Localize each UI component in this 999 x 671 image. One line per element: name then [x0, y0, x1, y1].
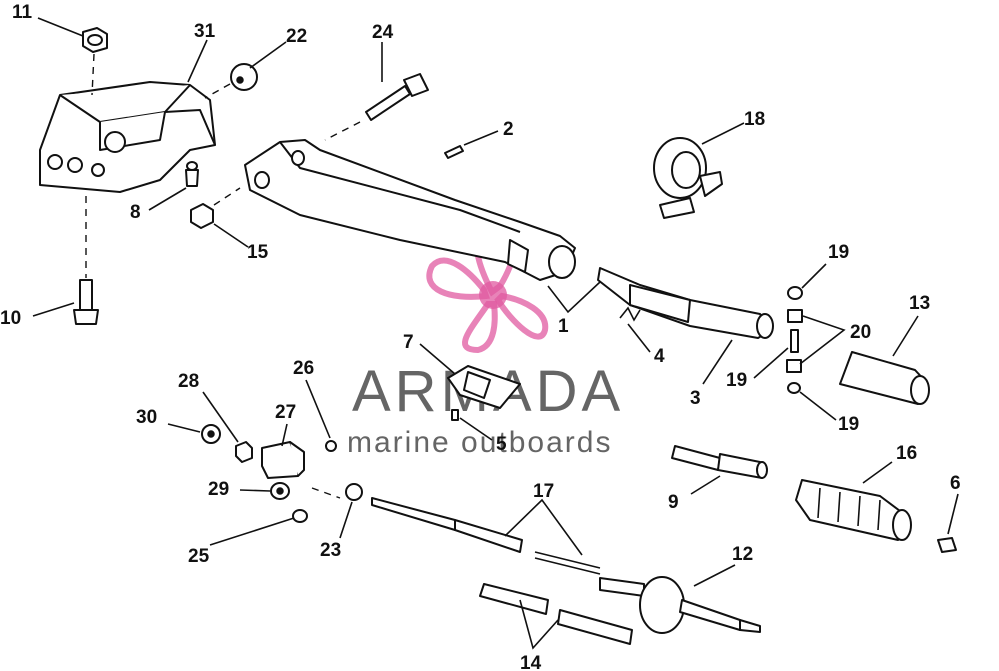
part-11-nut — [82, 27, 108, 53]
callout-23: 23 — [320, 540, 341, 561]
propeller-logo-icon — [426, 218, 549, 354]
part-29-nut — [270, 482, 290, 500]
callout-4: 4 — [654, 346, 665, 367]
callout-11: 11 — [12, 2, 33, 23]
callout-26: 26 — [293, 358, 314, 379]
callout-3: 3 — [690, 388, 701, 409]
callout-31: 31 — [194, 21, 216, 42]
callout-24: 24 — [372, 22, 394, 43]
part-14-upper-tube — [479, 583, 549, 615]
part-3-throttle-shaft — [597, 267, 774, 339]
part-24-through-bolt — [365, 73, 429, 121]
part-19-lower-bushing — [787, 382, 801, 394]
callout-14: 14 — [520, 653, 542, 671]
part-30-clip — [201, 424, 221, 444]
leader-lines — [32, 17, 959, 650]
part-14-lower-tube — [557, 609, 633, 645]
callout-6: 6 — [950, 473, 961, 494]
part-4-spring-clip — [619, 306, 641, 322]
part-27-bracket — [261, 441, 305, 479]
part-22-washer — [230, 63, 258, 91]
callout-7: 7 — [403, 332, 414, 353]
part-26-washer — [325, 440, 337, 452]
part-17-throttle-cable — [371, 497, 601, 575]
part-1-steering-arm — [244, 139, 576, 281]
part-20-pin — [790, 329, 799, 353]
part-2-pin — [444, 145, 464, 159]
part-18-throttle-collar — [653, 137, 723, 219]
callout-15: 15 — [247, 242, 269, 263]
callout-22: 22 — [286, 26, 307, 47]
callout-5: 5 — [496, 434, 507, 455]
callout-13: 13 — [909, 293, 930, 314]
callout-30: 30 — [136, 407, 157, 428]
callout-27: 27 — [275, 402, 296, 423]
part-31-steering-bracket — [39, 81, 216, 193]
part-13-twist-grip — [839, 351, 930, 405]
part-7-cover-plate — [447, 365, 521, 409]
callout-19-bottom: 19 — [838, 414, 859, 435]
callout-16: 16 — [896, 443, 917, 464]
part-21-upper-spacer — [787, 309, 803, 323]
callout-labels: 11 31 22 24 2 18 8 15 10 1 4 3 19 20 19 … — [0, 2, 961, 671]
callout-2: 2 — [503, 119, 514, 140]
part-10-bolt — [73, 279, 99, 325]
part-6-end-cap — [937, 537, 957, 553]
callout-29: 29 — [208, 479, 229, 500]
callout-12: 12 — [732, 544, 753, 565]
part-5-screw — [451, 409, 459, 421]
part-19-upper-bushing — [787, 286, 803, 300]
part-21-lower-spacer — [786, 359, 802, 373]
callout-21: 20 — [850, 322, 871, 343]
part-8-grease-fitting — [185, 161, 199, 187]
callout-17: 17 — [533, 481, 554, 502]
part-23-bushing — [345, 483, 363, 501]
callout-9: 9 — [668, 492, 679, 513]
callout-28: 28 — [178, 371, 199, 392]
callout-19-top: 19 — [828, 242, 849, 263]
part-28-nut — [235, 441, 253, 463]
part-25-screw — [292, 509, 308, 523]
callout-8: 8 — [130, 202, 141, 223]
part-15-nut — [190, 203, 214, 229]
callout-20: 19 — [726, 370, 747, 391]
part-12-cable-housing — [599, 576, 761, 634]
part-16-handle-grip — [795, 479, 912, 541]
callout-25: 25 — [188, 546, 210, 567]
callout-18: 18 — [744, 109, 765, 130]
callout-1: 1 — [558, 316, 569, 337]
part-9-cable-adapter — [671, 445, 768, 479]
callout-10: 10 — [0, 308, 21, 329]
